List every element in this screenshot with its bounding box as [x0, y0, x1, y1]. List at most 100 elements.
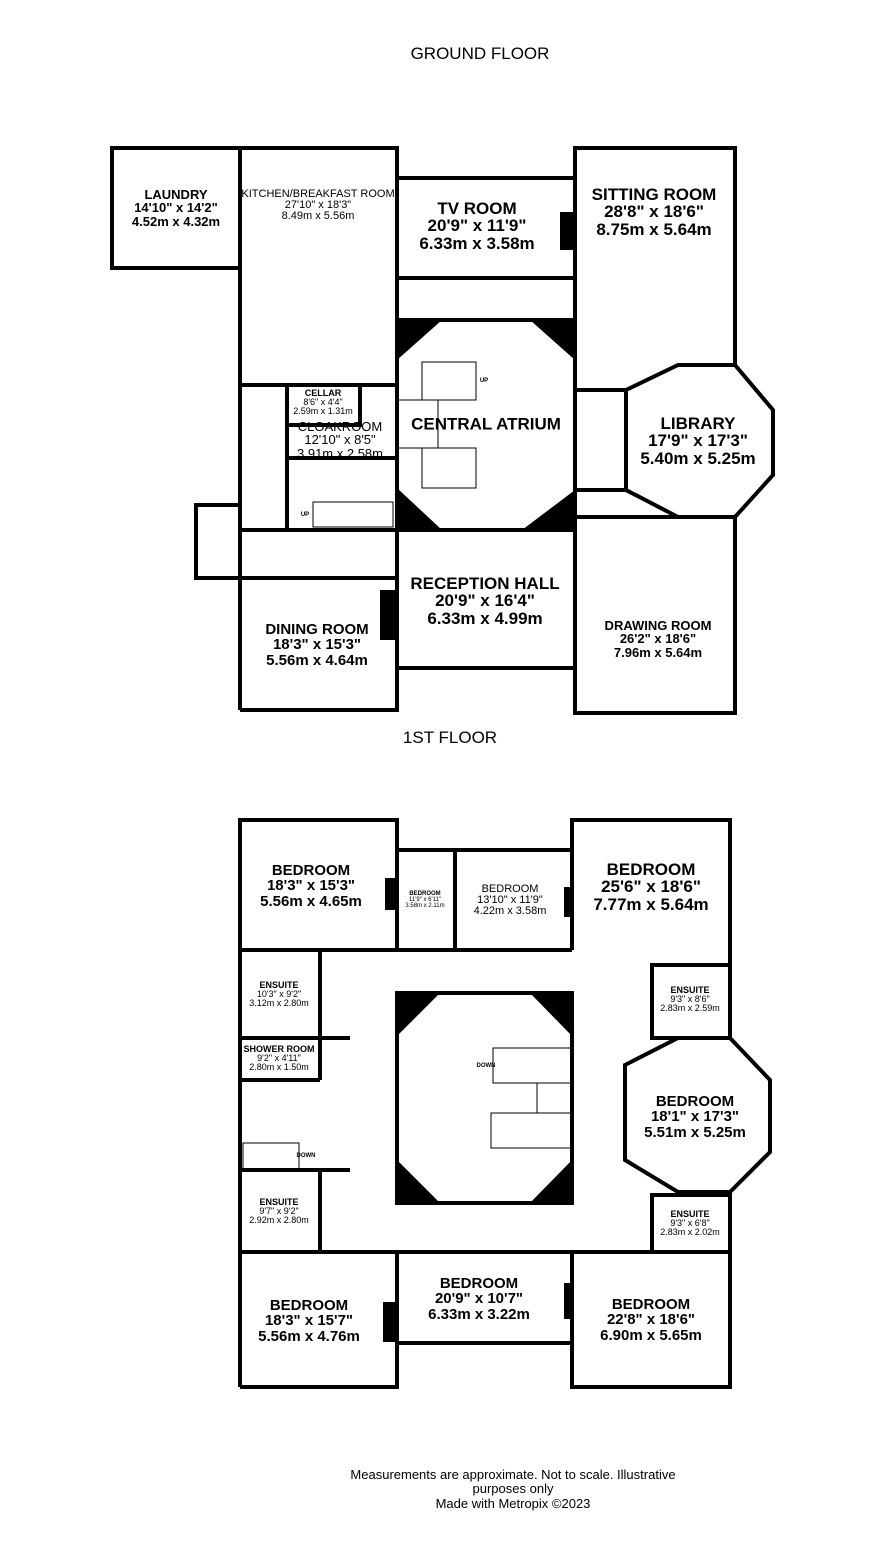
room-name: SHOWER ROOM — [243, 1044, 315, 1055]
room-metric: 2.83m x 2.59m — [660, 1003, 720, 1014]
room-imperial: 10'3" x 9'2" — [256, 989, 302, 1000]
room-name: ENSUITE — [259, 980, 299, 991]
room-name: BEDROOM — [481, 883, 539, 896]
stair-label-down: DOWN — [476, 1062, 496, 1069]
room-imperial: 20'9" x 11'9" — [427, 216, 527, 236]
room-imperial: 9'2" x 4'11" — [257, 1053, 301, 1064]
room-imperial: 26'2" x 18'6" — [619, 631, 697, 647]
ground-floor-corners — [380, 212, 575, 640]
disclaimer: Measurements are approximate. Not to sca… — [350, 1467, 676, 1497]
room-imperial: 9'7" x 9'2" — [259, 1206, 299, 1217]
room-name: TV ROOM — [437, 199, 517, 219]
footer: Measurements are approximate. Not to sca… — [327, 1467, 700, 1511]
room-metric: 5.56m x 4.64m — [266, 651, 368, 669]
room-metric: 4.22m x 3.58m — [473, 905, 547, 918]
room-name: BEDROOM — [271, 862, 351, 880]
room-metric: 7.96m x 5.64m — [613, 644, 703, 660]
room-imperial: 20'9" x 16'4" — [435, 591, 535, 611]
room-name: BEDROOM — [439, 1275, 519, 1293]
room-imperial: 18'3" x 15'3" — [272, 636, 362, 654]
room-name: LAUNDRY — [144, 187, 208, 203]
room-imperial: 9'3" x 6'8" — [670, 1218, 710, 1229]
credit: Made with Metropix ©2023 — [435, 1495, 591, 1511]
ground-floor-walls — [110, 146, 775, 715]
room-imperial: 27'10" x 18'3" — [284, 199, 352, 212]
stair-label-up: UP — [479, 377, 489, 384]
room-metric: 6.33m x 3.58m — [419, 233, 535, 253]
room-name: KITCHEN/BREAKFAST ROOM — [241, 188, 395, 201]
first-floor-stairs — [242, 1047, 572, 1170]
room-imperial: 8'6" x 4'4" — [303, 397, 343, 408]
room-metric: 5.56m x 4.76m — [258, 1327, 360, 1345]
room-imperial: 18'3" x 15'7" — [264, 1312, 354, 1330]
room-imperial: 9'3" x 8'6" — [670, 994, 710, 1005]
room-name: BEDROOM — [606, 860, 696, 880]
room-name: ENSUITE — [670, 1209, 710, 1220]
room-imperial: 25'6" x 18'6" — [601, 877, 701, 897]
room-name: BEDROOM — [655, 1093, 735, 1111]
room-metric: 7.77m x 5.64m — [593, 894, 709, 914]
room-metric: 8.75m x 5.64m — [596, 219, 712, 239]
room-metric: 2.83m x 2.02m — [660, 1227, 720, 1238]
room-name: BEDROOM — [409, 890, 441, 897]
room-imperial: 20'9" x 10'7" — [434, 1290, 524, 1308]
room-imperial: 22'8" x 18'6" — [606, 1311, 696, 1329]
room-metric: 6.33m x 4.99m — [427, 608, 543, 628]
room-metric: 2.59m x 1.31m — [293, 406, 353, 417]
room-imperial: 28'8" x 18'6" — [604, 202, 704, 222]
room-metric: 4.52m x 4.32m — [131, 213, 221, 229]
room-name: RECEPTION HALL — [410, 574, 560, 594]
room-metric: 8.49m x 5.56m — [281, 210, 355, 223]
room-metric: 3.58m x 2.11m — [405, 903, 445, 910]
room-imperial: 13'10" x 11'9" — [477, 894, 543, 907]
room-metric: 2.80m x 1.50m — [249, 1062, 309, 1073]
first-floor-walls — [238, 818, 772, 1389]
room-imperial: 14'10" x 14'2" — [134, 200, 218, 216]
room-metric: 2.92m x 2.80m — [249, 1215, 309, 1226]
first-floor-corners — [383, 878, 572, 1342]
room-name: DINING ROOM — [265, 621, 369, 639]
room-name: DRAWING ROOM — [604, 618, 712, 634]
room-name: BEDROOM — [269, 1297, 349, 1315]
room-imperial: 17'9" x 17'3" — [648, 431, 748, 451]
room-metric: 3.12m x 2.80m — [249, 998, 309, 1009]
room-imperial: 11'9" x 6'11" — [408, 896, 441, 903]
room-imperial: 18'3" x 15'3" — [266, 877, 356, 895]
room-name: CELLAR — [304, 388, 342, 399]
room-name: BEDROOM — [611, 1296, 691, 1314]
room-imperial: 12'10" x 8'5" — [304, 432, 376, 448]
room-name: ENSUITE — [259, 1197, 299, 1208]
room-name: CENTRAL ATRIUM — [411, 414, 561, 434]
stair-label-up: UP — [300, 511, 310, 518]
room-metric: 5.51m x 5.25m — [644, 1123, 746, 1141]
ground-floor-title: GROUND FLOOR — [410, 44, 550, 63]
room-imperial: 18'1" x 17'3" — [650, 1108, 740, 1126]
room-metric: 5.40m x 5.25m — [640, 448, 756, 468]
room-name: CLOAKROOM — [297, 419, 383, 435]
room-central-atrium: CENTRAL ATRIUM — [411, 414, 561, 434]
